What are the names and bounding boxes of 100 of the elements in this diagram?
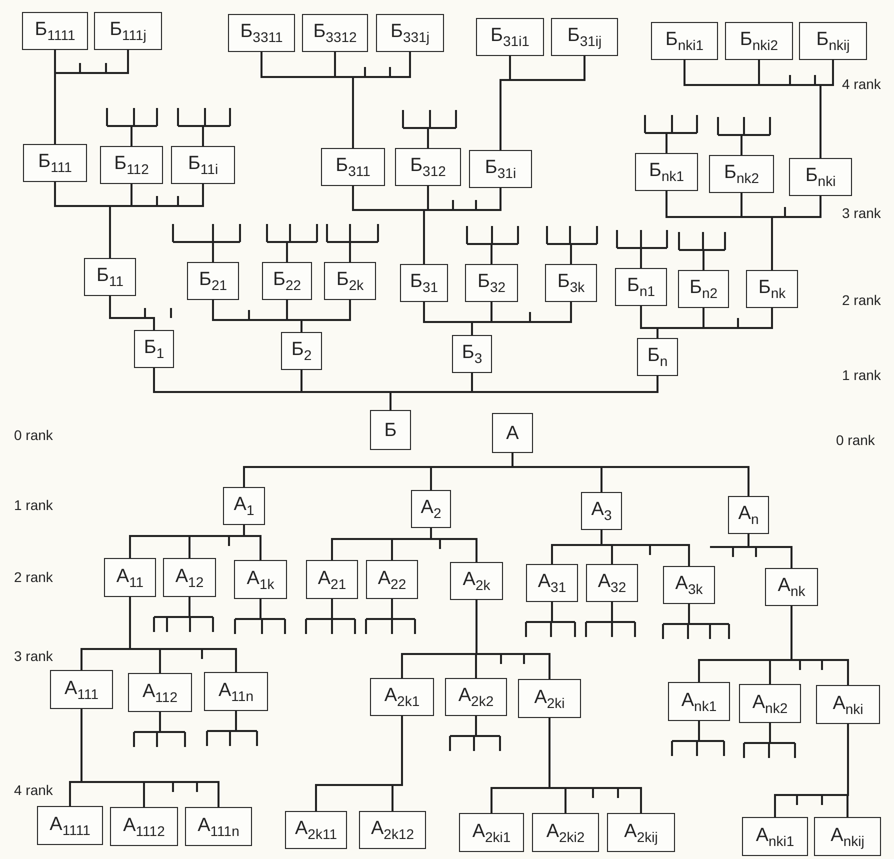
branch-stub bbox=[616, 229, 668, 269]
node-box bbox=[492, 413, 533, 453]
node-label: Б$_{nk1}$ bbox=[648, 161, 684, 183]
node-label: А$_{2k12}$ bbox=[370, 819, 414, 841]
node-label: Б$_{nk}$ bbox=[758, 278, 786, 300]
node-label: Б$_{nki2}$ bbox=[740, 30, 778, 52]
node-box bbox=[469, 150, 532, 188]
node-label: Б$_{311}$ bbox=[336, 156, 370, 178]
node-box bbox=[581, 492, 622, 530]
node-box bbox=[709, 155, 774, 193]
branch-stub bbox=[678, 231, 726, 271]
node-label: А$_{111n}$ bbox=[198, 816, 240, 838]
node-box bbox=[518, 679, 581, 718]
node-label: А$_{2ki2}$ bbox=[546, 822, 585, 844]
node-label: А$_{3k}$ bbox=[675, 574, 703, 596]
node-box bbox=[228, 14, 295, 52]
node-label: А$_{1k}$ bbox=[246, 568, 274, 590]
node-label: Б$_{111}$ bbox=[38, 152, 72, 174]
node-box bbox=[799, 22, 867, 60]
node-box bbox=[302, 14, 368, 52]
branch-stub bbox=[305, 598, 356, 635]
node-box bbox=[23, 144, 87, 182]
node-box bbox=[545, 264, 597, 302]
node-box bbox=[366, 560, 418, 599]
node-box bbox=[223, 487, 265, 525]
node-label: А$_{11n}$ bbox=[218, 680, 254, 702]
node-label: Б$_{112}$ bbox=[114, 154, 149, 176]
node-label: Б$_{1111}$ bbox=[34, 20, 76, 42]
branch-stub bbox=[671, 720, 725, 757]
node-box bbox=[532, 813, 599, 852]
node-label: А$_{nki1}$ bbox=[756, 826, 794, 848]
node-box bbox=[306, 560, 358, 599]
node-box bbox=[663, 566, 715, 604]
node-box bbox=[84, 258, 136, 296]
rank-label: 0 rank bbox=[14, 427, 53, 443]
node-label: Б$_{2k}$ bbox=[336, 270, 364, 292]
node-box bbox=[746, 270, 798, 308]
node-box bbox=[635, 153, 698, 191]
node-label: Б$_{1}$ bbox=[144, 338, 164, 360]
node-box bbox=[128, 673, 192, 712]
node-box bbox=[370, 410, 411, 450]
node-label: Б$_{n2}$ bbox=[689, 278, 718, 300]
node-label: А$_{2kij}$ bbox=[624, 822, 658, 844]
node-box bbox=[321, 148, 385, 186]
node-box bbox=[651, 22, 718, 60]
branch-stub bbox=[466, 225, 519, 265]
branch-stub bbox=[177, 107, 231, 147]
node-label: Б$_{21}$ bbox=[198, 270, 228, 292]
node-label: А$_{32}$ bbox=[598, 572, 626, 594]
node-label: А$_{2k1}$ bbox=[384, 686, 420, 708]
node-label: Б$_{nk2}$ bbox=[724, 163, 760, 185]
connector-line bbox=[512, 453, 750, 496]
rank-label: 2 rank bbox=[14, 569, 53, 585]
node-label: А$_{nk1}$ bbox=[681, 690, 717, 712]
node-box bbox=[615, 268, 667, 306]
connector-line bbox=[771, 196, 822, 270]
node-label: А$_{112}$ bbox=[142, 682, 178, 704]
node-box bbox=[359, 811, 426, 849]
node-label: Б$_{312}$ bbox=[410, 156, 446, 178]
node-box bbox=[445, 678, 507, 716]
node-box bbox=[376, 14, 444, 52]
node-box bbox=[465, 264, 518, 302]
branch-stub bbox=[172, 223, 241, 263]
node-box bbox=[526, 564, 578, 602]
node-label: А$_{nk}$ bbox=[778, 576, 806, 598]
branch-stub bbox=[365, 598, 416, 635]
node-box bbox=[725, 22, 793, 60]
node-label: А$_{nk2}$ bbox=[752, 692, 788, 714]
node-box bbox=[742, 817, 808, 856]
branch-stub bbox=[743, 722, 796, 759]
node-label: А$_{2}$ bbox=[420, 498, 442, 520]
node-label: А$_{2k2}$ bbox=[458, 686, 494, 708]
node-label: А$_{31}$ bbox=[538, 572, 566, 594]
rank-label: 1 rank bbox=[14, 497, 53, 513]
node-box bbox=[281, 332, 322, 370]
node-box bbox=[285, 811, 347, 849]
node-box bbox=[459, 813, 524, 852]
branch-stub bbox=[326, 223, 379, 263]
node-box bbox=[204, 672, 268, 711]
node-box bbox=[668, 682, 730, 721]
connector-line bbox=[390, 376, 658, 410]
node-label: А$_{21}$ bbox=[318, 568, 346, 590]
node-box bbox=[100, 146, 163, 184]
node-label: Б$_{31i1}$ bbox=[490, 26, 530, 48]
branch-stub bbox=[266, 223, 318, 263]
branch-stub bbox=[644, 114, 698, 154]
node-box bbox=[370, 678, 434, 716]
node-box bbox=[586, 564, 638, 602]
node-label: А$_{n}$ bbox=[738, 504, 759, 526]
rank-label: 3 rank bbox=[14, 648, 53, 664]
connector-line bbox=[748, 534, 792, 568]
branch-stub bbox=[106, 107, 158, 147]
node-label: Б$_{31}$ bbox=[410, 272, 438, 294]
connector-line bbox=[392, 716, 403, 811]
node-box bbox=[110, 807, 178, 846]
node-box bbox=[678, 270, 729, 308]
branch-stub bbox=[662, 603, 730, 640]
node-label: Б$_{n}$ bbox=[647, 346, 668, 368]
node-box bbox=[171, 146, 235, 184]
node-box bbox=[739, 684, 801, 723]
